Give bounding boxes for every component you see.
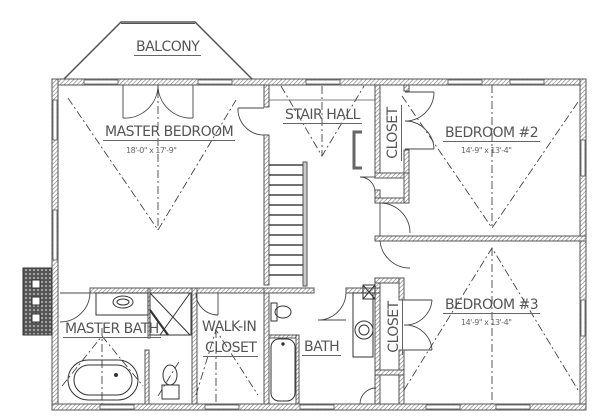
room-label-master-bath: MASTER BATH [63, 321, 161, 338]
stair-hall-rail [352, 130, 362, 170]
bathtub-icon [67, 359, 139, 401]
vanity [95, 292, 149, 316]
room-label-bedroom-3: BEDROOM #3 [443, 297, 541, 314]
chimney [22, 267, 53, 336]
room-label-walk-in-line1: WALK-IN [202, 319, 257, 335]
shower-icon [149, 292, 192, 336]
windows [52, 79, 586, 410]
bathtub-icon [270, 338, 296, 402]
room-label-closet-upper: CLOSET [385, 105, 402, 161]
fixtures [67, 284, 376, 402]
interior-walls [89, 84, 587, 405]
room-dimensions-master-bedroom: 18'-0" x 17'-9" [126, 146, 177, 155]
room-label-walk-in-line2: CLOSET [203, 340, 259, 357]
room-label-stair-hall: STAIR HALL [283, 107, 362, 124]
room-label-master-bedroom: MASTER BEDROOM [103, 124, 236, 141]
toilet-icon [162, 364, 178, 386]
balcony-outline [63, 21, 253, 80]
room-label-bedroom-2: BEDROOM #2 [443, 125, 541, 142]
doors [59, 84, 435, 405]
room-label-closet-lower: CLOSET [386, 299, 403, 355]
sink-icon [354, 320, 374, 340]
room-label-balcony: BALCONY [134, 39, 202, 56]
staircase [269, 164, 303, 276]
toilet-icon [274, 305, 292, 319]
room-label-bath: BATH [302, 339, 342, 356]
room-dimensions-bedroom-3: 14'-9" x 13'-4" [461, 318, 512, 327]
room-dimensions-bedroom-2: 14'-9" x 13'-4" [461, 146, 512, 155]
ceiling-lines [61, 85, 579, 404]
sink-icon [112, 295, 134, 309]
